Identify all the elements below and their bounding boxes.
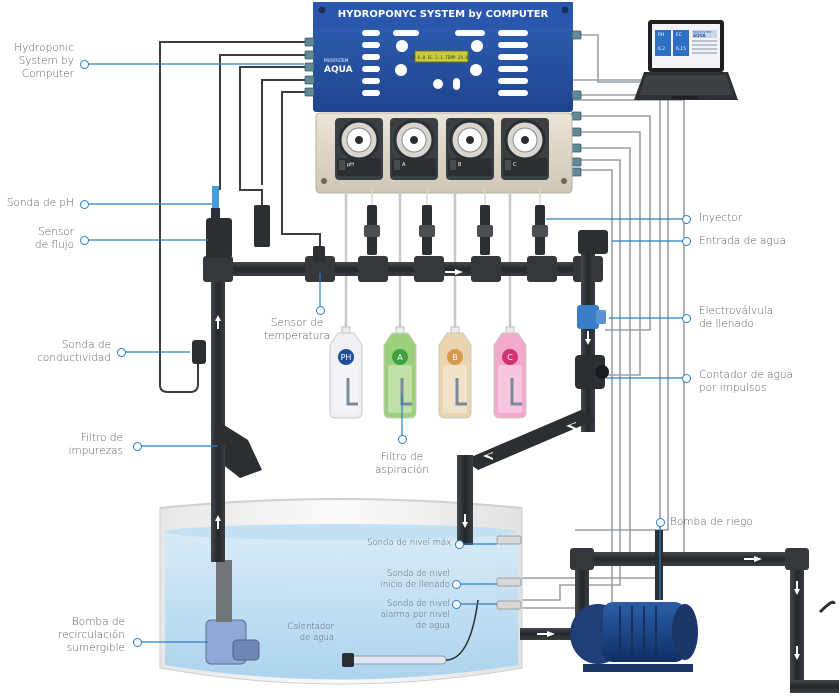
controller-display-text: PH 6.0 EC 2.1 TEMP 24.0 C <box>410 55 474 60</box>
callout-dot-hydroponic <box>80 60 89 69</box>
peristaltic-pumps: pH A B C <box>335 118 549 180</box>
callout-dot-aspiration <box>398 435 407 444</box>
callout-dot-valve <box>682 314 691 323</box>
laptop: PH EC 6.2 6.15 PROSYSTEM AQUA <box>634 20 738 100</box>
irrigation-pump <box>570 602 698 672</box>
label-sonda-nivel-inicio: Sonda de nivel inicio de llenado <box>380 569 450 590</box>
label-calentador: Calentador de agua <box>287 622 334 643</box>
callout-dot-water-inlet <box>682 237 691 246</box>
pump-label: pH <box>347 162 354 168</box>
bottle-label: C <box>507 353 513 362</box>
laptop-ec-label: EC <box>676 32 682 38</box>
callout-dot-injector <box>682 215 691 224</box>
label-sonda-nivel-alarma: Sonda de nivel alarma por nivel de agua <box>380 599 450 631</box>
controller-panel: HYDROPONYC SYSTEM by COMPUTER PH 6.0 EC … <box>304 2 582 177</box>
water-heater <box>342 599 479 667</box>
pump-4: C <box>501 118 549 180</box>
label-filtro-impurezas: Filtro de impurezas <box>68 432 123 457</box>
esc-button[interactable] <box>395 64 407 76</box>
callout-dot-level-max <box>455 540 464 549</box>
pump-label: A <box>402 162 406 168</box>
laptop-ec-value: 6.15 <box>676 46 686 52</box>
label-bomba-recirculacion: Bomba de recirculación sumergible <box>58 616 125 654</box>
pump-3: B <box>446 118 494 180</box>
laptop-brand-top: PROSYSTEM <box>693 30 712 34</box>
callout-dot-temperature <box>316 306 325 315</box>
bottle-ph: PH <box>329 326 363 419</box>
label-electrovalvula: Electroválvula de llenado <box>699 305 774 330</box>
controller-brand-main: AQUA <box>324 65 353 75</box>
label-sonda-conductividad: Sonda de conductividad <box>37 339 111 364</box>
pump-1: pH <box>335 118 383 180</box>
callout-dot-ph <box>80 200 89 209</box>
label-sonda-nivel-max: Sonda de nivel máx. <box>367 538 454 548</box>
laptop-ph-label: PH <box>658 32 664 38</box>
label-sensor-flujo: Sensor de flujo <box>34 226 74 251</box>
laptop-ph-value: 6.2 <box>658 46 665 52</box>
bottle-c: C <box>493 326 527 419</box>
pump-label: B <box>458 162 462 168</box>
laptop-brand-main: AQUA <box>693 33 707 38</box>
bottle-a: A <box>383 326 417 419</box>
level-probes <box>496 535 522 610</box>
controller-brand-top: PROSYSTEM <box>324 58 349 63</box>
label-hydroponic-system: Hydroponic System by Computer <box>14 42 74 80</box>
pipes <box>192 186 839 693</box>
injectors <box>364 190 548 255</box>
controller-title: HYDROPONYC SYSTEM by COMPUTER <box>338 9 549 20</box>
pump-label: C <box>513 162 517 168</box>
pump-2: A <box>390 118 438 180</box>
callout-dot-conductivity <box>117 348 126 357</box>
bottle-label: B <box>452 353 458 362</box>
label-contador-agua: Contador de agua por impulsos <box>699 369 793 394</box>
bottle-label: A <box>397 353 403 362</box>
label-filtro-aspiracion: Filtro de aspiración <box>374 451 429 476</box>
enter-button[interactable] <box>470 64 482 76</box>
label-sonda-ph: Sonda de pH <box>6 197 74 209</box>
callout-dot-meter <box>682 374 691 383</box>
callout-dot-flow <box>80 236 89 245</box>
label-entrada-agua: Entrada de agua <box>699 235 786 247</box>
callout-dot-filter <box>133 442 142 451</box>
suction-tubes <box>344 190 512 330</box>
callout-lines <box>84 63 686 643</box>
flow-arrows <box>215 269 800 660</box>
label-bomba-riego: Bomba de riego <box>670 516 753 528</box>
controller-display <box>414 50 469 63</box>
callout-dot-pump <box>133 638 142 647</box>
power-switch[interactable] <box>453 78 460 90</box>
callout-dot-level-start <box>452 580 461 589</box>
callout-dot-level-alarm <box>452 600 461 609</box>
label-sensor-temperatura: Sensor de temperatura <box>263 317 331 342</box>
label-inyector: Inyector <box>699 212 743 224</box>
down-button[interactable] <box>396 40 408 52</box>
bottle-b: B <box>438 326 472 419</box>
callout-dot-irrigation <box>656 518 665 527</box>
nutrient-bottles: PH A B C <box>329 326 527 419</box>
prog-button[interactable] <box>433 79 443 89</box>
up-button[interactable] <box>471 40 483 52</box>
control-cables <box>159 41 321 393</box>
submersible-pump <box>205 560 260 665</box>
bottle-label: PH <box>341 353 352 362</box>
